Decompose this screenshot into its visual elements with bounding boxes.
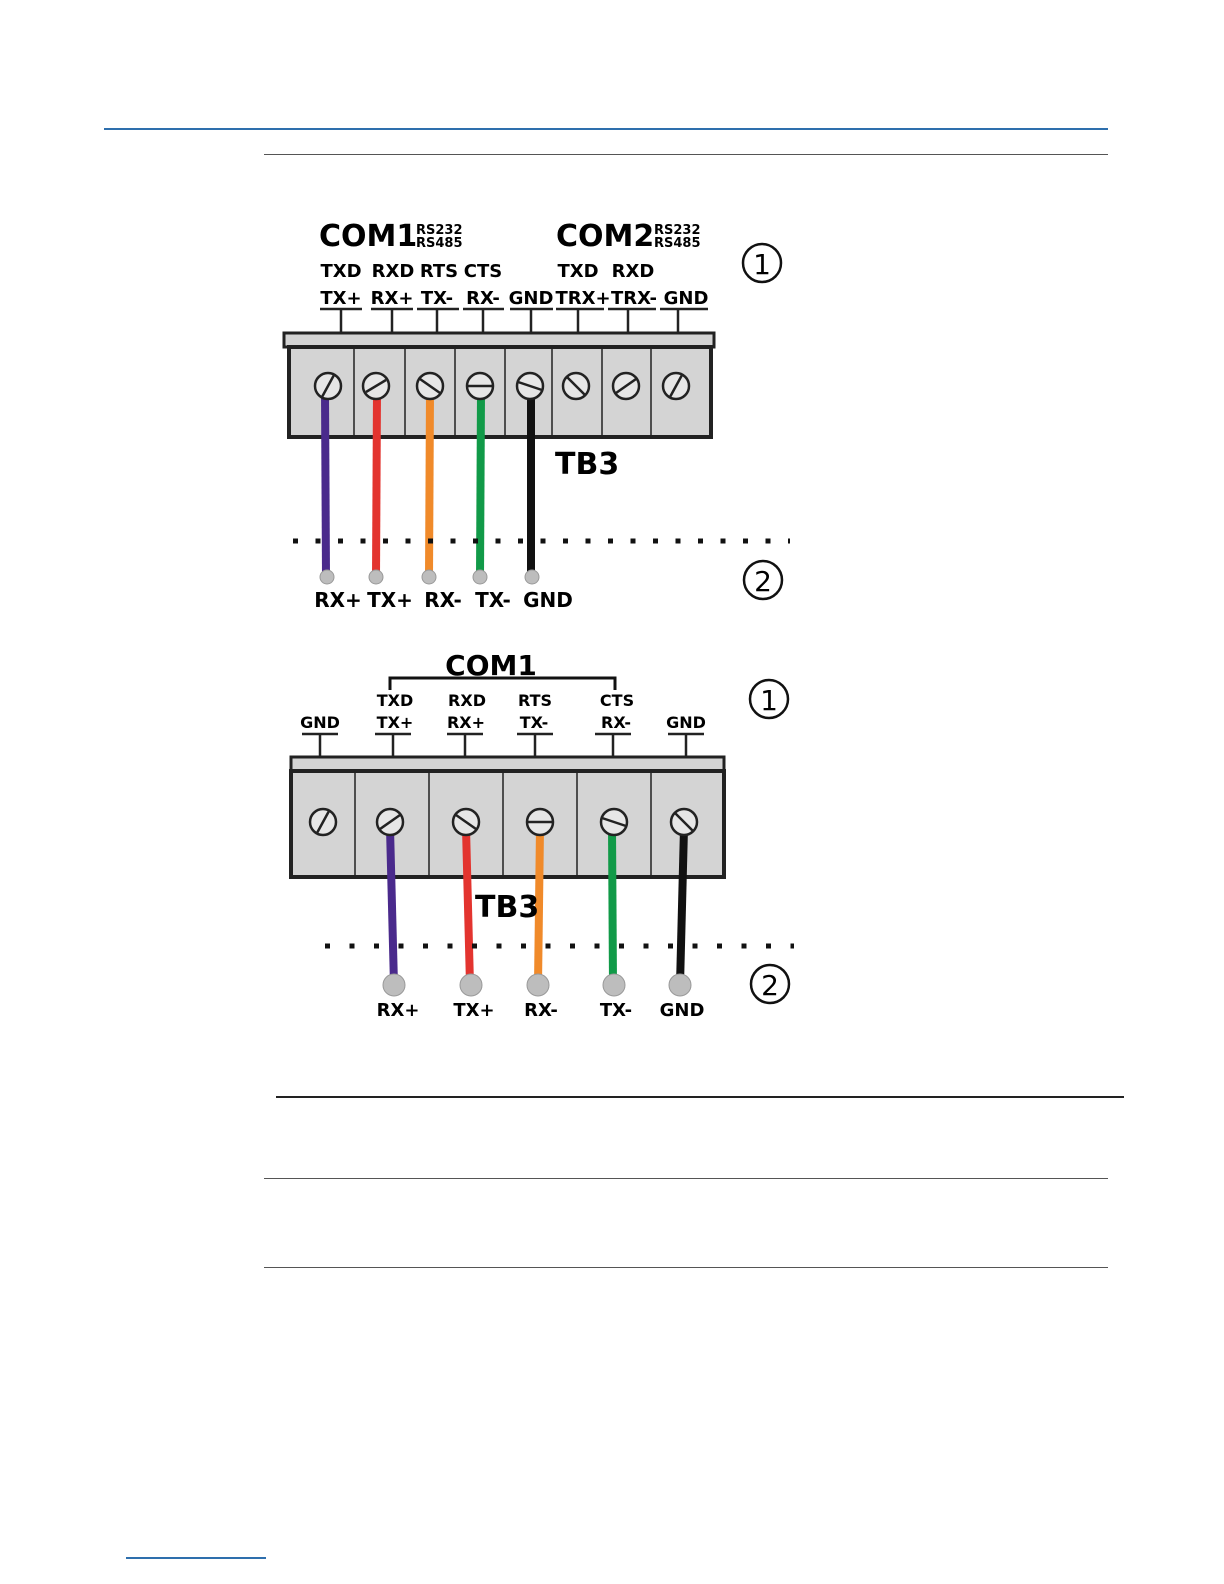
wire-purple (390, 828, 394, 985)
top-label: TXD (377, 691, 414, 710)
device-label: RX- (424, 588, 462, 612)
device-label: TX+ (453, 1000, 494, 1021)
terminal-block-label: TB3 (555, 447, 619, 482)
top-wiring-diagram: COM1 RS232 RS485 COM2 RS232 RS485 TXD RX… (284, 219, 790, 612)
wire-orange (429, 392, 430, 577)
pin-label: RX- (466, 288, 500, 309)
wire-green (480, 392, 481, 577)
top-label: TXD (320, 261, 361, 282)
top-label: CTS (600, 691, 634, 710)
top-label: TXD (557, 261, 598, 282)
wire-green (612, 828, 613, 985)
pin-leads (320, 309, 708, 333)
top-label: RXD (612, 261, 655, 282)
device-label: RX- (524, 1000, 558, 1021)
top-label: RXD (448, 691, 486, 710)
com2-title: COM2 (556, 219, 654, 254)
com1-subtitle-rs485: RS485 (416, 236, 463, 251)
callout-number: 2 (761, 969, 779, 1002)
device-label: GND (660, 1000, 705, 1021)
pin-leads (302, 734, 704, 757)
wire-red (466, 828, 470, 985)
pin-label: RX+ (371, 288, 414, 309)
wire-ends (383, 974, 691, 996)
callout-number: 2 (754, 565, 772, 598)
pin-label: TX- (520, 713, 549, 732)
pin-label: GND (664, 288, 709, 309)
callout-number: 1 (760, 684, 778, 717)
pin-label: GND (666, 713, 706, 732)
device-label: TX+ (367, 588, 413, 612)
pin-label: RX+ (447, 713, 485, 732)
terminal-block-body (289, 347, 711, 437)
top-label: RXD (372, 261, 415, 282)
terminal-block-body (291, 771, 724, 877)
terminal-block-top-rail (291, 757, 724, 771)
wire-black (680, 828, 684, 985)
com2-subtitle-rs485: RS485 (654, 236, 701, 251)
pin-label: TRX+ (555, 288, 610, 309)
device-label: RX+ (377, 1000, 420, 1021)
callout-number: 1 (753, 248, 771, 281)
device-label: TX- (475, 588, 511, 612)
wire-purple (325, 392, 326, 577)
com1-title: COM1 (319, 219, 417, 254)
device-label: GND (523, 588, 573, 612)
device-label: TX- (600, 1000, 632, 1021)
pin-label: TRX- (611, 288, 657, 309)
pin-label: TX- (421, 288, 453, 309)
pin-label: RX- (601, 713, 631, 732)
top-label: RTS (518, 691, 552, 710)
pin-label: GND (509, 288, 554, 309)
pin-label: GND (300, 713, 340, 732)
pin-label: TX+ (320, 288, 361, 309)
wire-ends (320, 570, 539, 584)
top-label: RTS (420, 261, 458, 282)
bottom-wiring-diagram: COM1 TXD RXD RTS CTS GND TX+ RX+ TX- RX-… (291, 649, 794, 1021)
device-label: RX+ (314, 588, 362, 612)
terminal-block-label: TB3 (475, 890, 539, 925)
wire-red (376, 392, 377, 577)
terminal-block-top-rail (284, 333, 714, 347)
pin-label: TX+ (377, 713, 414, 732)
top-label: CTS (464, 261, 502, 282)
